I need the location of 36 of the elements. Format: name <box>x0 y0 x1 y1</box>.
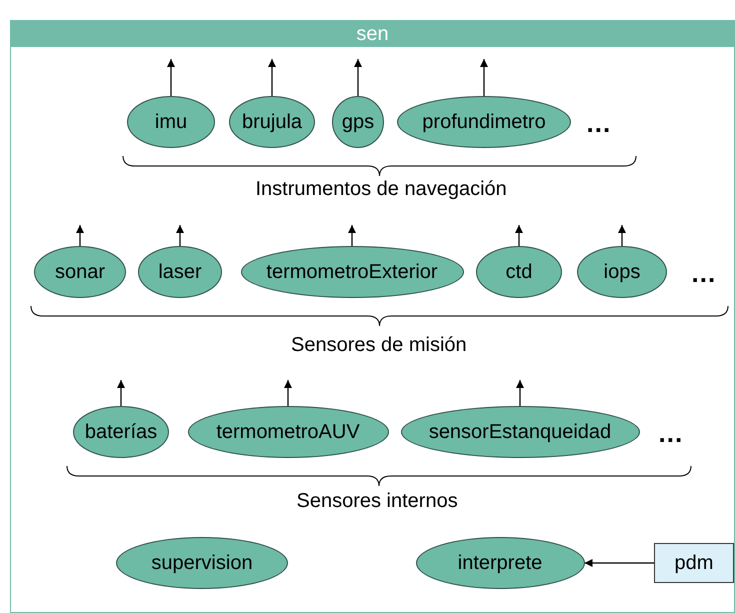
panel-title: sen <box>11 21 734 47</box>
ellipse-node: sonar <box>34 246 126 298</box>
module-box: pdm <box>654 543 734 583</box>
ellipse-node: profundimetro <box>397 96 571 148</box>
ellipse-node: termometroExterior <box>240 246 464 298</box>
ellipse-node: imu <box>127 96 215 148</box>
arrow <box>354 59 362 96</box>
ellipse-node: iops <box>577 246 667 298</box>
component-panel <box>10 20 735 613</box>
arrow <box>76 225 84 246</box>
ellipse-node: termometroAUV <box>188 406 388 458</box>
arrow <box>348 225 356 246</box>
ellipse-node: gps <box>332 96 384 148</box>
ellipse-node: baterías <box>73 406 169 458</box>
arrow <box>176 225 184 246</box>
arrow <box>480 59 488 96</box>
ellipsis-mark: ... <box>692 263 716 283</box>
arrow <box>268 59 276 96</box>
arrow <box>584 559 654 567</box>
arrow <box>515 225 523 246</box>
ellipse-node: ctd <box>476 246 562 298</box>
ellipse-node: sensorEstanqueidad <box>400 406 640 458</box>
arrow <box>117 380 125 406</box>
ellipse-node: brujula <box>229 96 315 148</box>
arrow <box>516 380 524 406</box>
ellipse-node: interprete <box>416 537 584 589</box>
arrow <box>167 59 175 96</box>
ellipsis-mark: ... <box>586 113 612 133</box>
group-label: Instrumentos de navegación <box>256 178 507 200</box>
group-label: Sensores internos <box>296 490 458 512</box>
group-label: Sensores de misión <box>291 334 467 356</box>
ellipse-node: supervision <box>116 537 288 589</box>
arrow <box>618 225 626 246</box>
ellipsis-mark: ... <box>658 423 684 443</box>
arrow <box>284 380 292 406</box>
ellipse-node: laser <box>138 246 222 298</box>
